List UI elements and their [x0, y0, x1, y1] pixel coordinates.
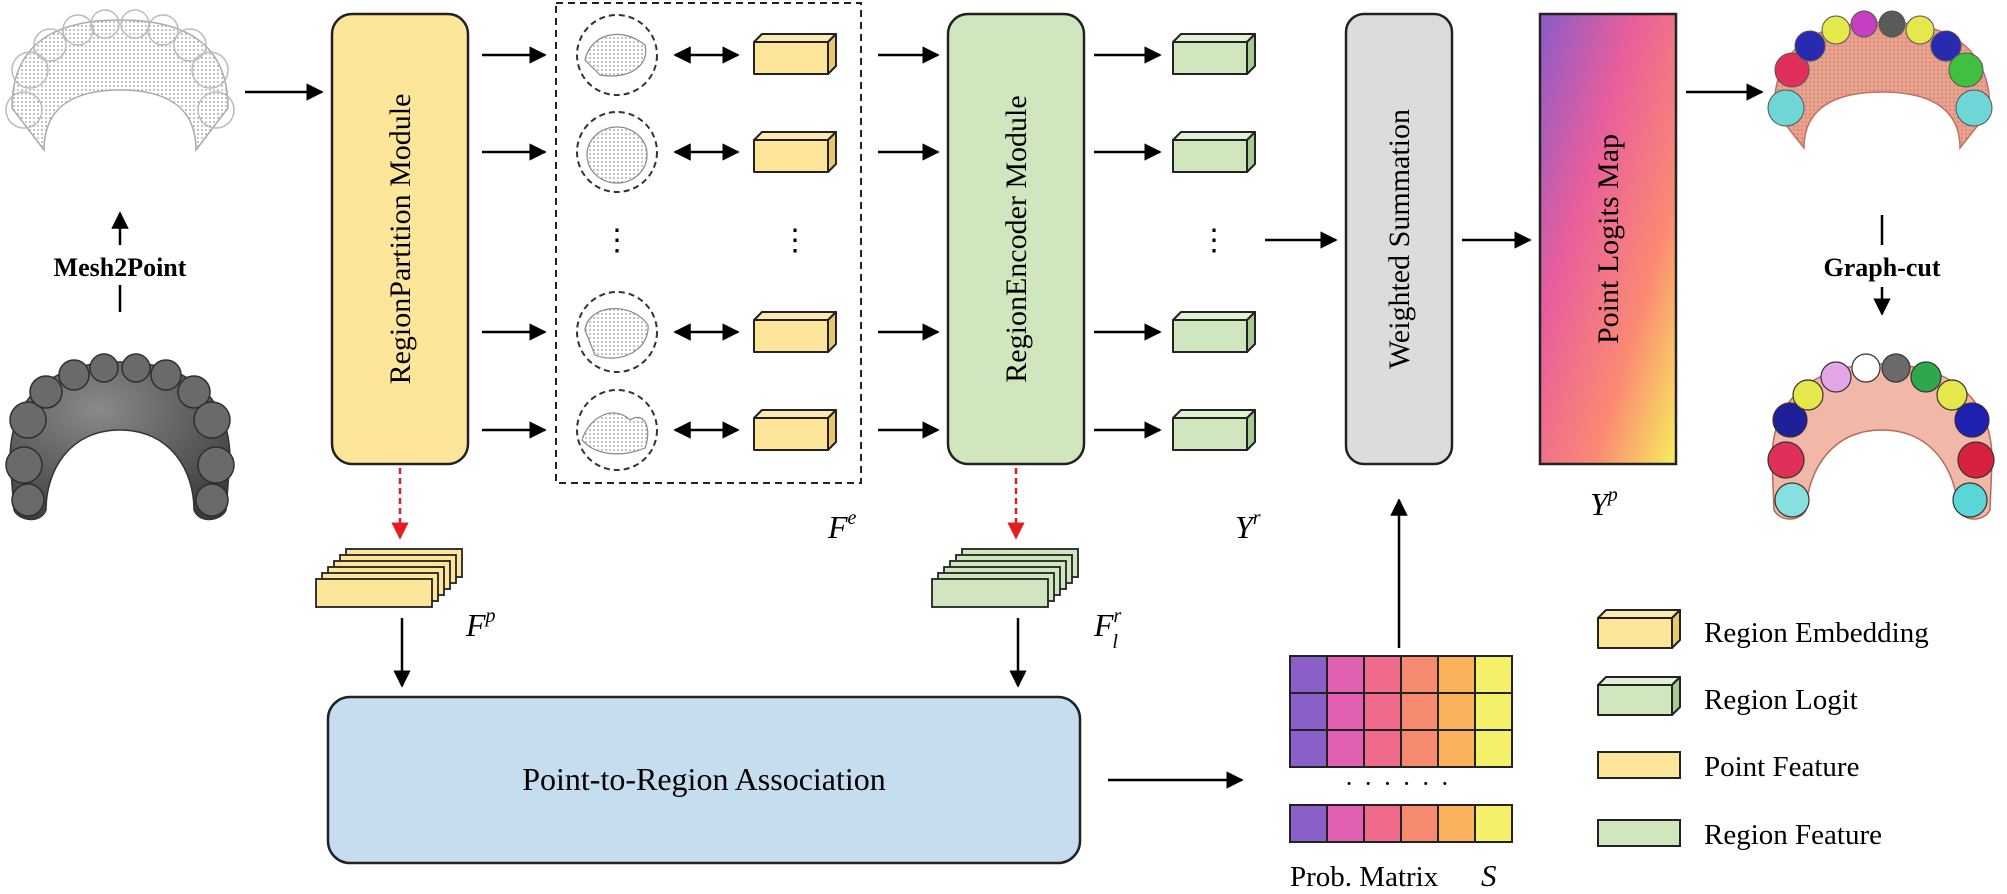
prob-matrix-label: Prob. Matrix: [1290, 861, 1439, 893]
embedding-to-encoder-arrows: [878, 46, 940, 439]
matrix-cell: [1400, 655, 1439, 694]
yp-symbol: Yp: [1590, 484, 1618, 522]
matrix-cell: [1437, 804, 1476, 843]
weighted-summation-module: Weighted Summation: [1344, 12, 1454, 466]
matrix-cell: [1474, 804, 1513, 843]
region-partition-module: RegionPartition Module: [330, 12, 470, 466]
dental-mesh-icon: [5, 353, 235, 521]
association-label: Point-to-Region Association: [522, 761, 886, 797]
region-feature-stack: [931, 548, 1079, 608]
matrix-cell: [1289, 692, 1328, 731]
matrix-cell: [1326, 729, 1365, 768]
point-to-region-association: Point-to-Region Association: [326, 695, 1082, 865]
dental-point-cloud-icon: [5, 9, 235, 153]
region-embedding-boxes: [753, 33, 837, 451]
region-partition-label: RegionPartition Module: [384, 94, 417, 385]
patch-embedding-arrows: [673, 46, 740, 439]
matrix-cell: [1474, 729, 1513, 768]
mesh2point-label: Mesh2Point: [54, 253, 187, 282]
matrix-cell: [1400, 692, 1439, 731]
point-logits-label: Point Logits Map: [1592, 134, 1625, 344]
matrix-cell: [1363, 655, 1402, 694]
region-patch-icon: ⋮: [576, 14, 658, 471]
svg-text:Region Logit: Region Logit: [1704, 684, 1858, 716]
svg-text:Region Feature: Region Feature: [1704, 819, 1882, 851]
matrix-cell: [1437, 729, 1476, 768]
legend-item-region-logit: Region Logit: [1597, 676, 1858, 716]
legend-item-point-feature: Point Feature: [1597, 751, 1859, 783]
matrix-cell: [1363, 804, 1402, 843]
probability-matrix: [1289, 655, 1513, 843]
matrix-cell: [1289, 729, 1328, 768]
matrix-cell: [1437, 655, 1476, 694]
matrix-dots: · · · · · ·: [1345, 769, 1451, 798]
matrix-cell: [1437, 692, 1476, 731]
embedding-vdots: ⋮: [780, 224, 810, 257]
legend-item-region-embedding: Region Embedding: [1597, 609, 1929, 649]
legend-item-region-feature: Region Feature: [1597, 819, 1882, 851]
logit-vdots: ⋮: [1199, 224, 1229, 257]
region-encoder-module: RegionEncoder Module: [946, 12, 1086, 466]
fe-symbol: Fe: [827, 507, 857, 545]
matrix-cell: [1400, 804, 1439, 843]
matrix-cell: [1363, 729, 1402, 768]
point-logits-map: Point Logits Map: [1538, 12, 1678, 466]
yr-symbol: Yr: [1235, 507, 1261, 545]
legend: Region Embedding Region Logit Point Feat…: [1597, 609, 1929, 851]
partition-to-patch-arrows: [482, 46, 547, 439]
point-feature-stack: [315, 548, 463, 608]
region-embedding-group: [555, 2, 862, 484]
matrix-cell: [1326, 692, 1365, 731]
segmented-point-cloud-icon: [1767, 10, 1993, 151]
weighted-summation-label: Weighted Summation: [1383, 109, 1416, 369]
matrix-cell: [1363, 692, 1402, 731]
prob-matrix-symbol: S: [1481, 858, 1497, 893]
matrix-cell: [1474, 692, 1513, 731]
segmented-mesh-icon: [1767, 353, 1995, 520]
matrix-cell: [1326, 655, 1365, 694]
svg-text:Point Feature: Point Feature: [1704, 751, 1859, 783]
matrix-cell: [1289, 655, 1328, 694]
svg-text:Region Embedding: Region Embedding: [1704, 617, 1929, 649]
region-encoder-label: RegionEncoder Module: [1000, 95, 1033, 382]
patch-vdots: ⋮: [602, 224, 632, 257]
matrix-cell: [1289, 804, 1328, 843]
region-logit-boxes: [1172, 33, 1256, 451]
fp-symbol: Fp: [465, 605, 496, 643]
graph-cut-label: Graph-cut: [1824, 253, 1941, 282]
matrix-cell: [1400, 729, 1439, 768]
encoder-to-logit-arrows: [1094, 46, 1162, 439]
matrix-cell: [1474, 655, 1513, 694]
matrix-cell: [1326, 804, 1365, 843]
